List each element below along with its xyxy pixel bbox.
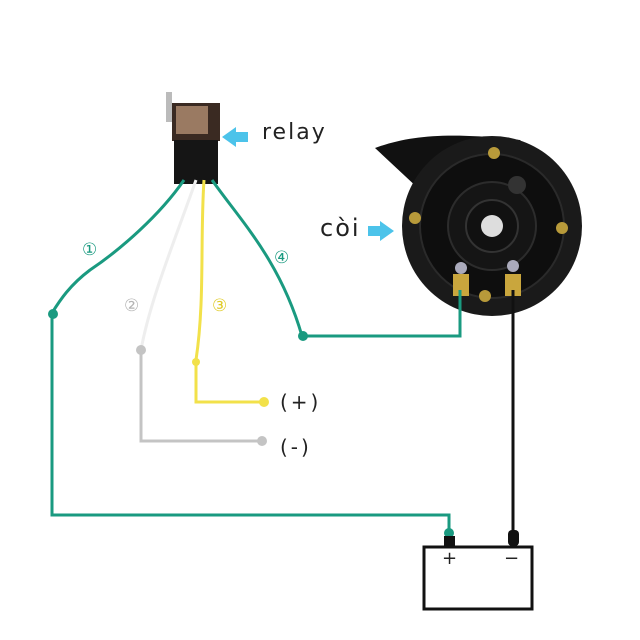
wire-2-junction xyxy=(136,345,146,355)
negative-terminal-label: (-) xyxy=(280,435,312,459)
horn-label: còi xyxy=(320,214,361,242)
negative-terminal-dot xyxy=(257,436,267,446)
relay-label: relay xyxy=(262,120,327,145)
relay-arrow-icon xyxy=(222,127,248,147)
battery xyxy=(422,545,534,611)
horn xyxy=(375,135,582,316)
relay xyxy=(166,92,220,184)
positive-terminal-label: (+) xyxy=(280,390,322,414)
battery-plus-junction xyxy=(444,528,454,538)
horn-arrow-icon xyxy=(368,221,394,241)
battery-minus-label: − xyxy=(504,548,520,569)
wire-4-junction xyxy=(298,331,308,341)
battery-plus-label: + xyxy=(442,548,458,569)
wire-3 xyxy=(194,179,264,404)
wire-2-lead xyxy=(139,350,262,443)
wire-3-junction xyxy=(192,358,200,366)
wire-2-number: ② xyxy=(124,296,140,316)
positive-terminal-dot xyxy=(259,397,269,407)
wire-3-number: ③ xyxy=(212,296,228,316)
wire-2 xyxy=(139,179,198,351)
wire-1-number: ① xyxy=(82,240,98,260)
wire-1-junction xyxy=(48,309,58,319)
wire-4-number: ④ xyxy=(274,248,290,268)
